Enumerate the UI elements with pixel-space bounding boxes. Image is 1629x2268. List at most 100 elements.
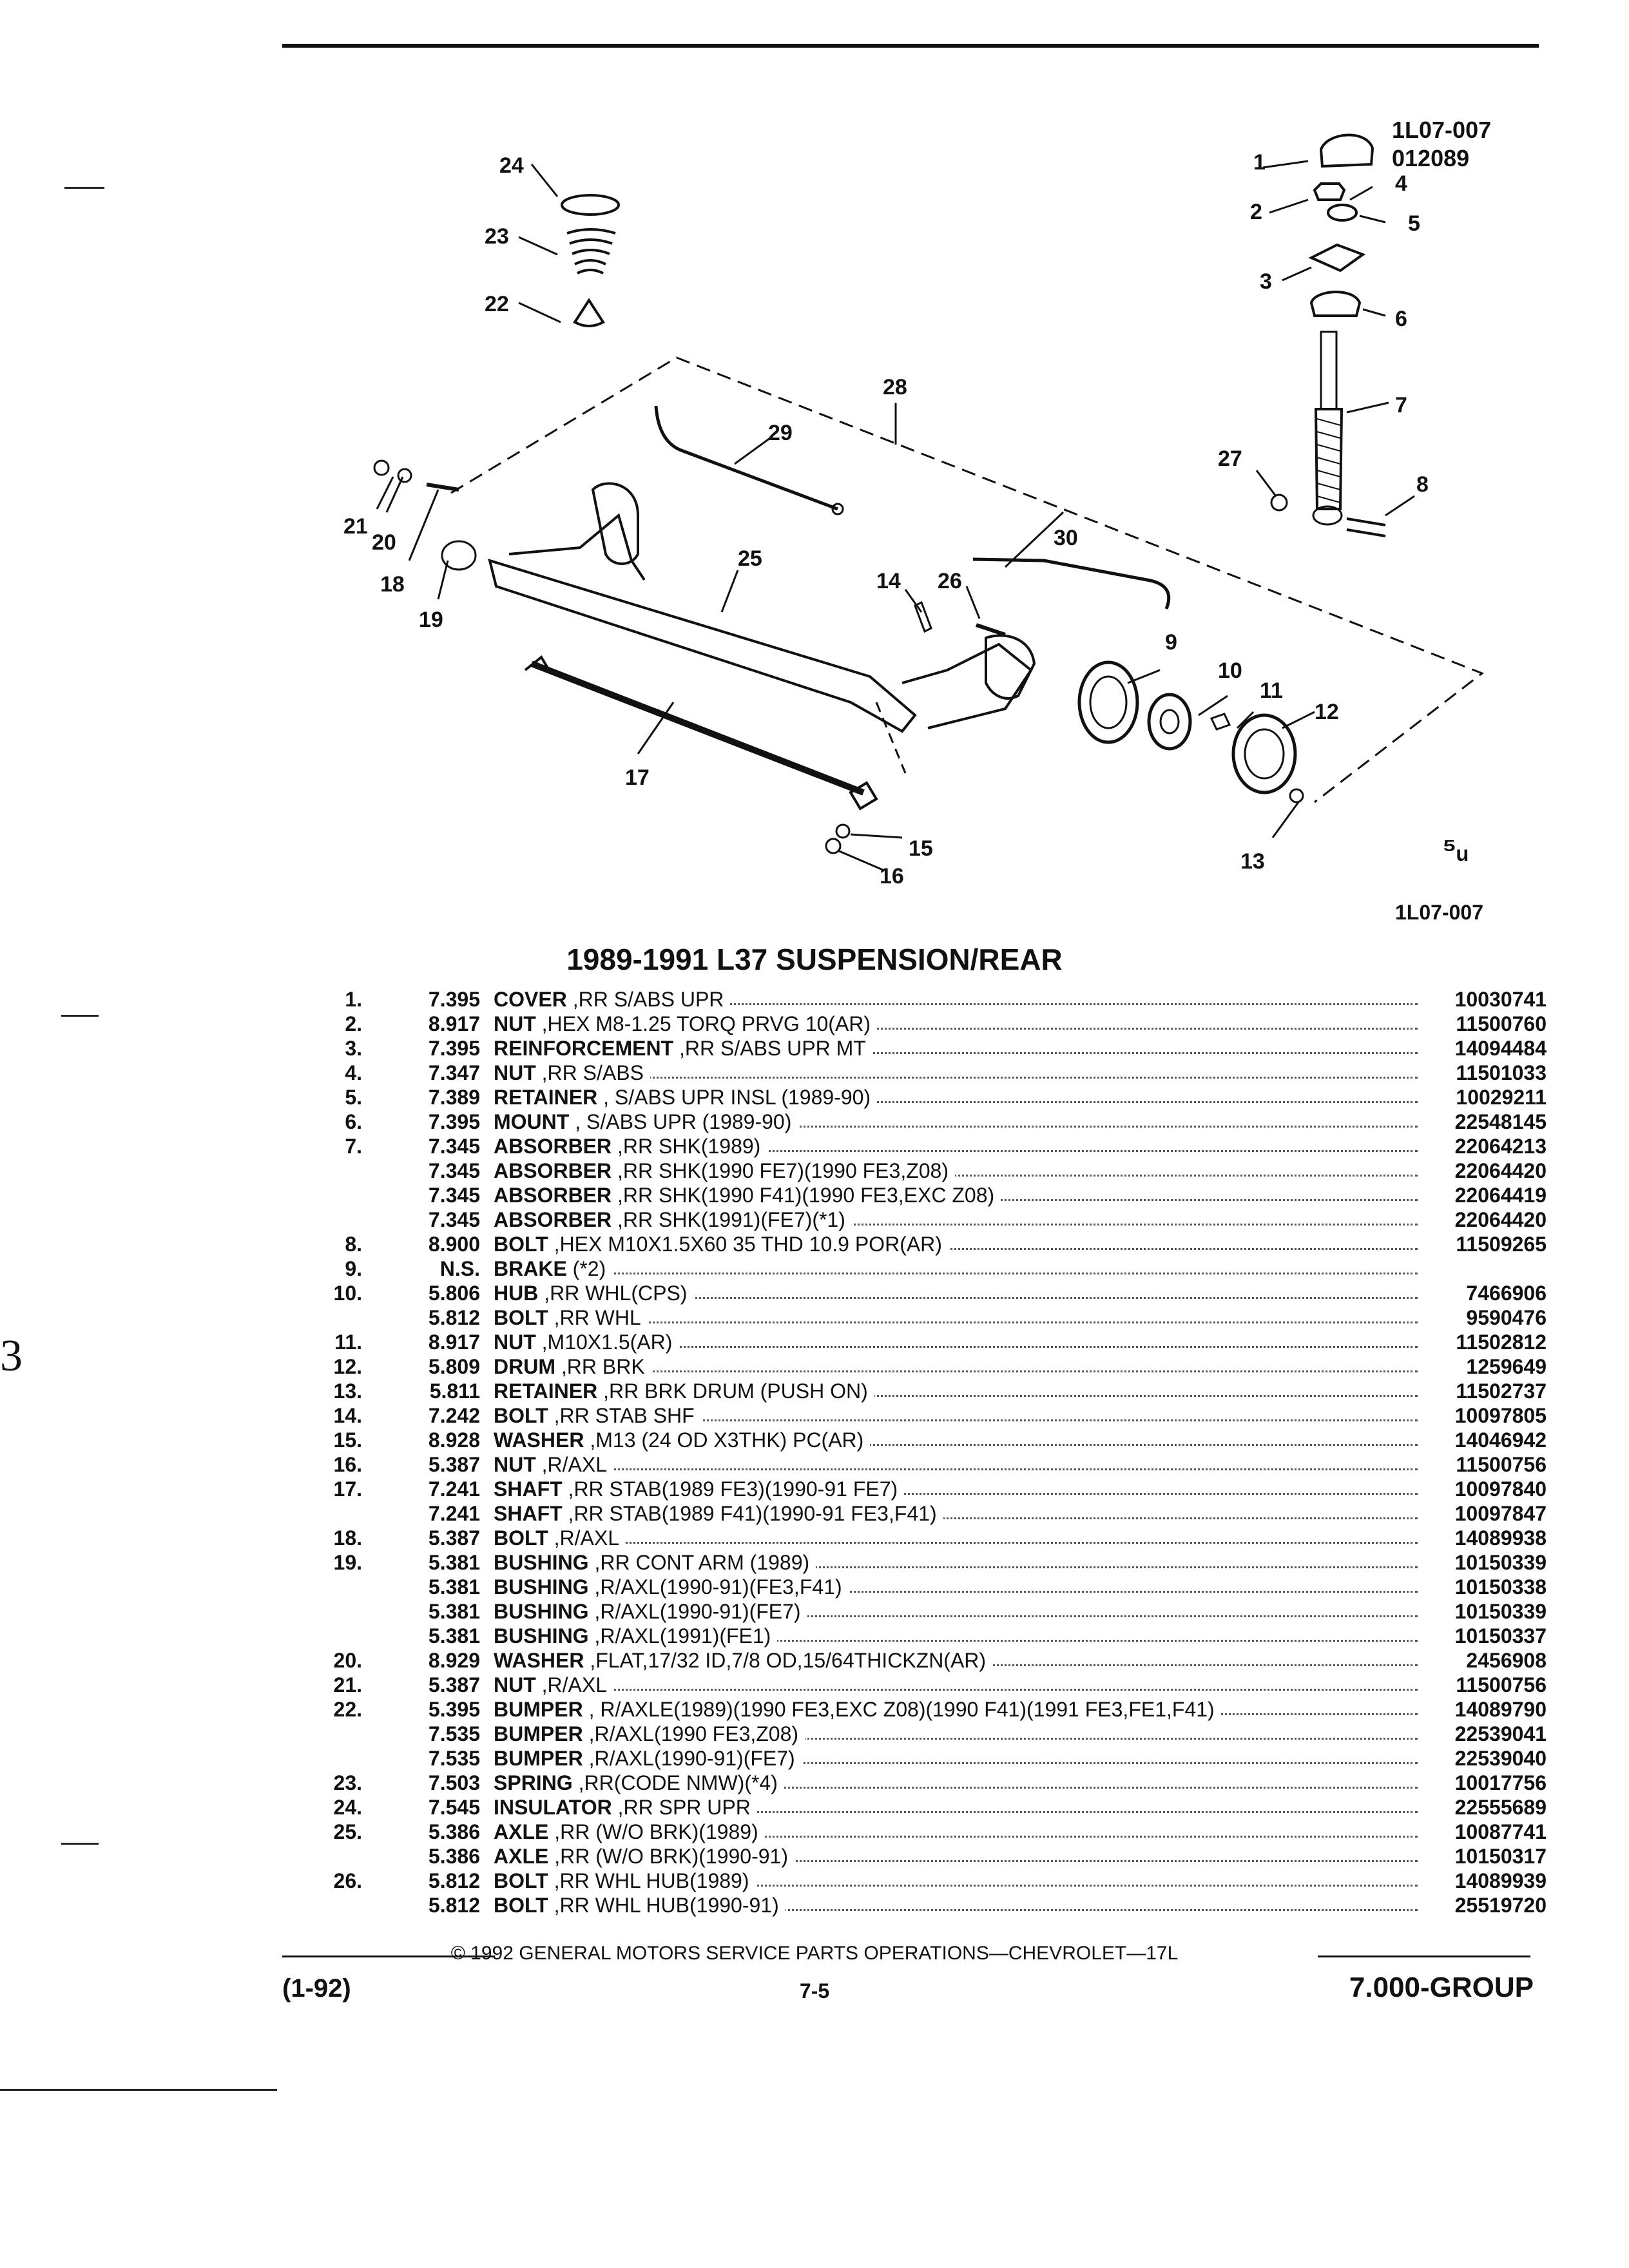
bolt	[976, 623, 1006, 637]
part-detail: ,R/AXL	[535, 1453, 608, 1476]
callout-label: 19	[419, 608, 443, 632]
part-detail: ,RR BRK	[555, 1355, 645, 1378]
group-number: 5.386	[428, 1845, 480, 1868]
part-name: BUSHING ,R/AXL(1990-91)(FE3,F41)	[494, 1575, 849, 1599]
parts-list-row: 9.N.S.BRAKE (*2)	[309, 1256, 1547, 1281]
part-detail: ,R/AXL(1991)(FE1)	[588, 1624, 771, 1648]
item-ref-number: 17.	[333, 1477, 362, 1501]
reinforcement	[1308, 243, 1366, 273]
callout-label: 2	[1250, 200, 1262, 224]
part-name: RETAINER ,RR BRK DRUM (PUSH ON)	[494, 1379, 874, 1403]
stabilizer-end	[524, 655, 552, 675]
part-detail: ,RR S/ABS	[535, 1061, 644, 1084]
item-ref-number: 7.	[345, 1135, 362, 1158]
part-name: SHAFT ,RR STAB(1989 FE3)(1990-91 FE7)	[494, 1477, 905, 1501]
part-detail: ,R/AXL(1990-91)(FE7)	[583, 1747, 795, 1770]
callout-label: 15	[909, 836, 933, 861]
group-number: 7.395	[428, 988, 480, 1011]
part-name: BRAKE (*2)	[494, 1257, 613, 1280]
part-number: 22555689	[1454, 1796, 1547, 1819]
part-number: 11500756	[1456, 1453, 1547, 1476]
callout-label: 23	[485, 224, 509, 249]
part-description: BUMPER , R/AXLE(1989)(1990 FE3,EXC Z08)(…	[494, 1697, 1418, 1722]
footer-rule	[282, 1956, 495, 1957]
item-ref-number: 25.	[333, 1820, 362, 1843]
part-description: BOLT ,RR STAB SHF	[494, 1403, 1418, 1428]
footer-page-number: 7-5	[799, 1979, 830, 2003]
group-number: 7.345	[428, 1159, 480, 1182]
part-name: NUT ,M10X1.5(AR)	[494, 1331, 679, 1354]
callout-label: 24	[499, 153, 524, 178]
part-detail: ,RR STAB(1989 F41)(1990-91 FE3,F41)	[562, 1502, 937, 1525]
group-number: 5.386	[428, 1820, 480, 1843]
part-description: ABSORBER ,RR SHK(1991)(FE7)(*1)	[494, 1207, 1418, 1232]
part-name: BUSHING ,R/AXL(1990-91)(FE7)	[494, 1600, 807, 1623]
part-name: NUT ,HEX M8-1.25 TORQ PRVG 10(AR)	[494, 1012, 878, 1035]
part-description: HUB ,RR WHL(CPS)	[494, 1281, 1418, 1305]
group-number: 7.395	[428, 1037, 480, 1060]
part-number: 25519720	[1454, 1894, 1547, 1917]
group-number: 5.812	[428, 1894, 480, 1917]
item-ref-number: 24.	[333, 1796, 362, 1819]
part-detail: ,RR (W/O BRK)(1990-91)	[548, 1845, 788, 1868]
item-ref-number: 12.	[333, 1355, 362, 1378]
group-number: 8.900	[428, 1233, 480, 1256]
part-number: 1259649	[1466, 1355, 1547, 1378]
part-description: BOLT ,RR WHL HUB(1989)	[494, 1869, 1418, 1893]
part-detail: ,R/AXL(1990 FE3,Z08)	[583, 1722, 799, 1745]
callout-label: 3	[1260, 269, 1272, 294]
part-description: WASHER ,M13 (24 OD X3THK) PC(AR)	[494, 1428, 1418, 1452]
shock-bolt	[1346, 517, 1386, 537]
part-name: BUSHING ,RR CONT ARM (1989)	[494, 1551, 816, 1574]
part-number: 10097805	[1454, 1404, 1547, 1427]
group-number: 7.389	[428, 1086, 480, 1109]
part-detail: ,HEX M8-1.25 TORQ PRVG 10(AR)	[535, 1012, 871, 1035]
group-number: 8.917	[428, 1331, 480, 1354]
callout-label: 10	[1218, 658, 1242, 683]
callout-label: 17	[625, 765, 650, 790]
margin-mark	[0, 2089, 277, 2091]
brake-cable	[654, 405, 838, 511]
callout-label: 8	[1416, 472, 1429, 497]
part-number: 14094484	[1454, 1037, 1547, 1060]
nut	[1270, 494, 1288, 512]
footer-copyright: © 1992 GENERAL MOTORS SERVICE PARTS OPER…	[450, 1943, 1179, 1964]
group-number: 5.387	[428, 1453, 480, 1476]
item-ref-number: 18.	[333, 1526, 362, 1550]
callout-label: 12	[1315, 700, 1339, 724]
drum	[1231, 713, 1297, 794]
part-name: BOLT ,HEX M10X1.5X60 35 THD 10.9 POR(AR)	[494, 1233, 949, 1256]
group-number: 7.503	[428, 1771, 480, 1794]
part-description: INSULATOR ,RR SPR UPR	[494, 1795, 1418, 1820]
group-number: 5.806	[428, 1282, 480, 1305]
item-ref-number: 26.	[333, 1869, 362, 1892]
part-number: 11500760	[1456, 1012, 1547, 1035]
part-name: NUT ,R/AXL	[494, 1453, 614, 1476]
part-detail: ,RR S/ABS UPR	[566, 988, 724, 1011]
part-number: 14046942	[1454, 1428, 1547, 1452]
part-number: 14089790	[1454, 1698, 1547, 1721]
item-ref-number: 3.	[345, 1037, 362, 1060]
part-description: ABSORBER ,RR SHK(1990 FE7)(1990 FE3,Z08)	[494, 1158, 1418, 1183]
part-number: 11500756	[1456, 1673, 1547, 1696]
part-detail: ,RR S/ABS UPR MT	[673, 1037, 866, 1060]
callout-label: 1	[1253, 150, 1266, 175]
part-number: 10150337	[1454, 1624, 1547, 1648]
part-detail: ,RR (W/O BRK)(1989)	[548, 1820, 758, 1843]
footer-group: 7.000-GROUP	[1349, 1972, 1534, 2003]
nut	[1313, 182, 1346, 201]
part-name: SPRING ,RR(CODE NMW)(*4)	[494, 1771, 784, 1794]
callout-label: 22	[485, 292, 509, 316]
item-ref-number: 2.	[345, 1012, 362, 1035]
